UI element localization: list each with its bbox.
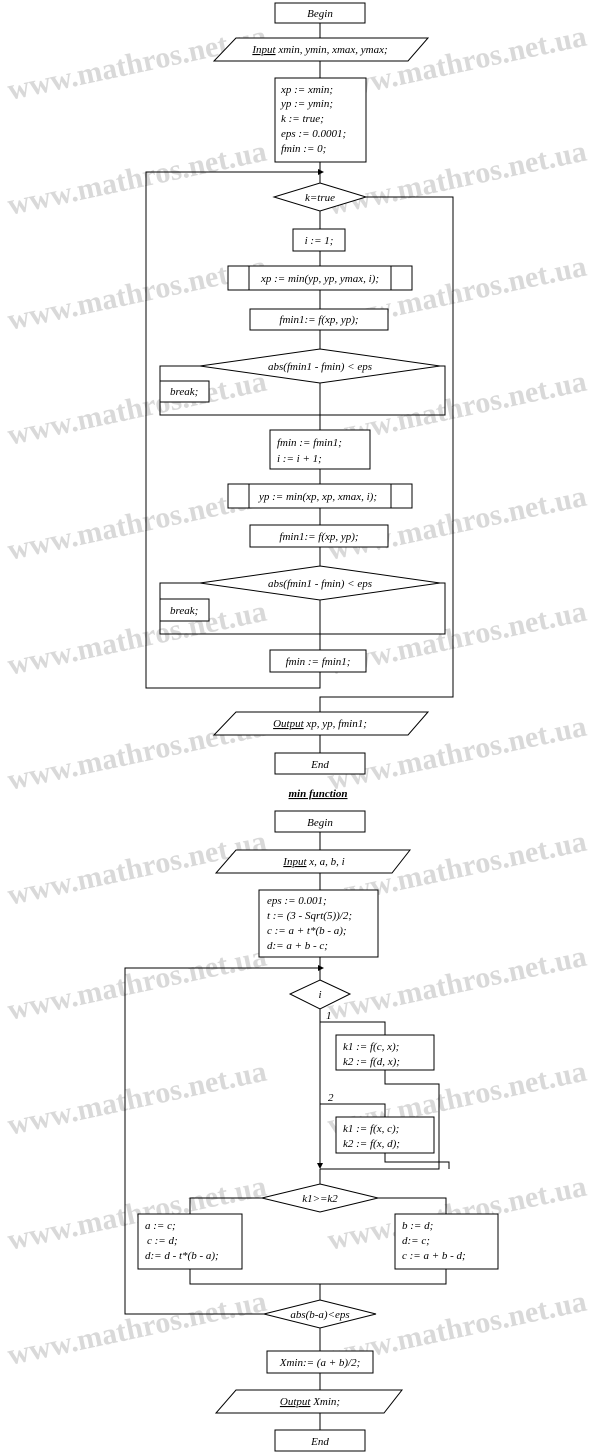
compare-condition: k1>=k2 — [302, 1193, 338, 1205]
yp-call-label: yp := min(xp, xp, xmax, i); — [258, 491, 377, 503]
init-line: xp := xmin; — [280, 84, 333, 96]
left-branch-line: d:= d - t*(b - a); — [145, 1250, 219, 1262]
begin-terminal — [274, 2, 366, 24]
break-decision-1 — [199, 348, 441, 384]
case-2-label: 2 — [328, 1092, 334, 1104]
watermark: www.mathros.net.ua — [5, 135, 270, 222]
func-input-block — [214, 849, 412, 874]
input-vars: xmin, ymin, xmax, ymax; — [276, 44, 388, 56]
input-text: Input xmin, ymin, xmax, ymax; — [251, 44, 387, 56]
left-branch-block — [137, 1213, 243, 1270]
right-branch-line: c := a + b - d; — [402, 1250, 466, 1262]
watermark-layer: www.mathros.net.ua www.mathros.net.ua ww… — [5, 20, 590, 1372]
loop-condition: k=true — [305, 192, 335, 204]
case-1-line: k2 := f(d, x); — [343, 1056, 400, 1068]
init-line: yp := ymin; — [280, 98, 333, 110]
init-block — [274, 77, 367, 163]
watermark: www.mathros.net.ua — [5, 940, 270, 1027]
break-block-2 — [159, 598, 210, 622]
func-output-text: Output Xmin; — [280, 1396, 340, 1408]
watermark: www.mathros.net.ua — [5, 365, 270, 452]
end-label: End — [310, 759, 329, 771]
xp-call-block — [227, 265, 413, 291]
right-branch-block — [394, 1213, 499, 1270]
break-condition-1: abs(fmin1 - fmin) < eps — [268, 361, 372, 373]
init-line: eps := 0.0001; — [281, 128, 346, 140]
output-keyword: Output — [273, 718, 305, 730]
func-init-block — [258, 889, 379, 958]
update-line: fmin := fmin1; — [277, 437, 342, 449]
begin-label: Begin — [307, 8, 333, 20]
watermark: www.mathros.net.ua — [5, 1285, 270, 1372]
func-input-keyword: Input — [282, 856, 307, 868]
init-line: k := true; — [281, 113, 324, 125]
func-begin-terminal — [274, 810, 366, 833]
output-vars: xp, yp, fmin1; — [304, 718, 367, 730]
input-keyword: Input — [251, 44, 276, 56]
update-line: i := i + 1; — [277, 453, 322, 465]
fmin1-label-1: fmin1:= f(xp, yp); — [279, 314, 358, 326]
loop-exit-decision — [263, 1299, 377, 1329]
watermark: www.mathros.net.ua — [5, 20, 270, 107]
min-function-flowchart: min function — [124, 788, 499, 1452]
func-output-vars: Xmin; — [310, 1396, 340, 1408]
yp-call-block — [227, 483, 413, 509]
left-branch-line: a := c; — [145, 1220, 176, 1232]
end-terminal — [274, 752, 366, 775]
break-condition-2: abs(fmin1 - fmin) < eps — [268, 578, 372, 590]
switch-decision — [288, 979, 352, 1010]
init-line: fmin := 0; — [281, 143, 326, 155]
func-init-line: t := (3 - Sqrt(5))/2; — [267, 910, 352, 922]
fmin1-block-1 — [249, 308, 389, 331]
func-input-vars: x, a, b, i — [307, 856, 345, 868]
func-init-line: d:= a + b - c; — [267, 940, 328, 952]
i-init-label: i := 1; — [305, 235, 334, 247]
watermark: www.mathros.net.ua — [5, 250, 270, 337]
function-title: min function — [289, 788, 348, 800]
case-2-block — [335, 1116, 435, 1154]
func-init-line: eps := 0.001; — [267, 895, 327, 907]
input-block — [212, 37, 430, 62]
right-branch-line: b := d; — [402, 1220, 433, 1232]
break-label-2: break; — [170, 605, 198, 617]
right-branch-line: d:= c; — [402, 1235, 430, 1247]
break-decision-2 — [199, 565, 441, 601]
break-label-1: break; — [170, 386, 198, 398]
func-end-label: End — [310, 1436, 329, 1448]
func-output-keyword: Output — [280, 1396, 312, 1408]
output-text: Output xp, yp, fmin1; — [273, 718, 367, 730]
break-block-1 — [159, 380, 210, 403]
func-init-line: c := a + t*(b - a); — [267, 925, 347, 937]
loop-decision — [272, 182, 368, 212]
func-output-block — [214, 1389, 404, 1414]
func-end-terminal — [274, 1429, 366, 1452]
func-begin-label: Begin — [307, 817, 333, 829]
fmin1-block-2 — [249, 524, 389, 548]
case-1-label: 1 — [326, 1010, 332, 1022]
output-block — [212, 711, 430, 736]
watermark: www.mathros.net.ua — [5, 595, 270, 682]
i-init-block — [292, 228, 346, 252]
function-connectors — [124, 832, 450, 1430]
case-1-block — [335, 1034, 435, 1071]
main-connectors — [145, 23, 454, 753]
switch-variable: i — [318, 989, 321, 1001]
case-2-line: k1 := f(x, c); — [343, 1123, 399, 1135]
fmin1-label-2: fmin1:= f(xp, yp); — [279, 531, 358, 543]
watermark: www.mathros.net.ua — [5, 1055, 270, 1142]
case-2-line: k2 := f(x, d); — [343, 1138, 400, 1150]
func-input-text: Input x, a, b, i — [282, 856, 344, 868]
compare-decision — [261, 1183, 379, 1213]
final-assign-block — [269, 649, 367, 673]
result-label: Xmin:= (a + b)/2; — [279, 1357, 361, 1369]
final-assign-label: fmin := fmin1; — [286, 656, 351, 668]
left-branch-line: c := d; — [147, 1235, 178, 1247]
result-block — [266, 1350, 374, 1374]
main-flowchart: Begin Input xmin, ymin, xmax, ymax; xp :… — [145, 2, 454, 775]
case-1-line: k1 := f(c, x); — [343, 1041, 399, 1053]
loop-exit-condition: abs(b-a)<eps — [290, 1309, 349, 1321]
xp-call-label: xp := min(yp, yp, ymax, i); — [260, 273, 379, 285]
update-block — [269, 429, 371, 470]
